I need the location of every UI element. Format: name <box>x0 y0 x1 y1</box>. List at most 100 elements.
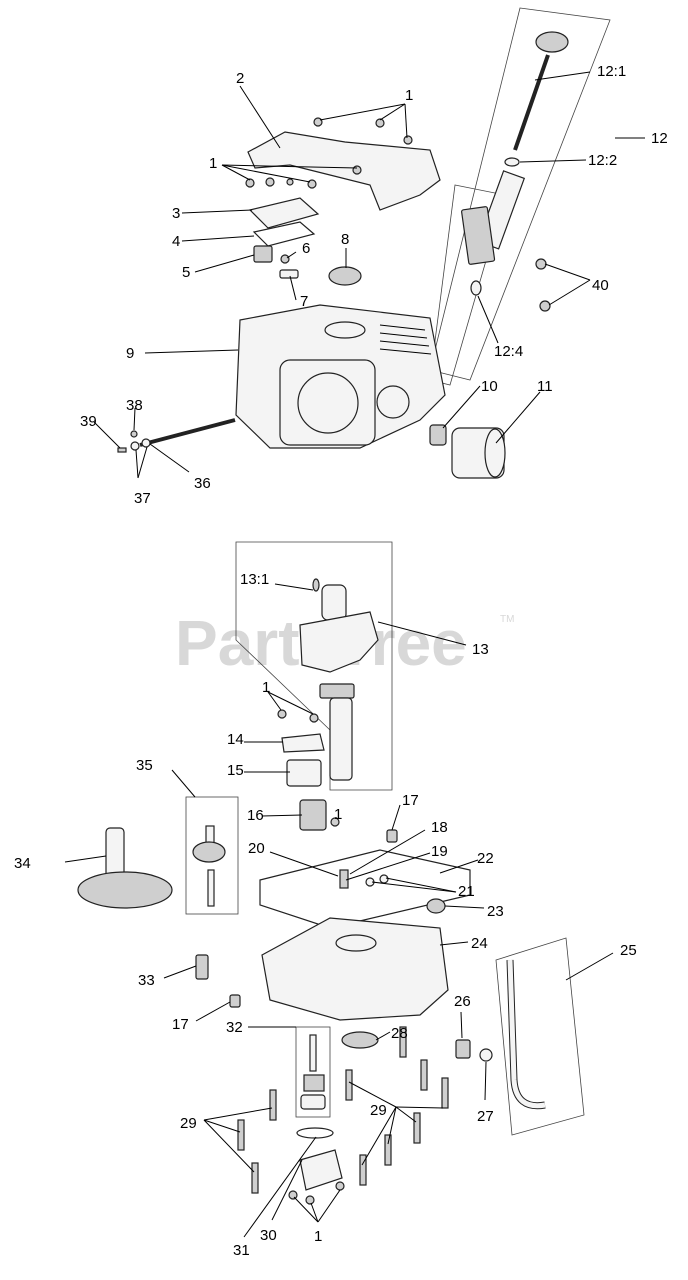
svg-text:14: 14 <box>227 731 244 748</box>
oil-filter-end <box>484 428 506 478</box>
oil-filter-adapter <box>429 424 447 446</box>
svg-text:12:1: 12:1 <box>597 63 626 80</box>
svg-text:34: 34 <box>14 855 31 872</box>
o-ring-31 <box>296 1127 334 1139</box>
svg-text:7: 7 <box>300 293 308 310</box>
crankshaft-frame <box>235 541 393 791</box>
bolts-29 <box>237 1026 449 1194</box>
bolt-6 <box>280 254 290 264</box>
callouts-top: 1 1 2 3 4 5 6 7 8 9 10 11 12 12:1 12:2 1… <box>80 63 668 507</box>
washer-37-a <box>130 441 140 451</box>
svg-text:1: 1 <box>262 679 270 696</box>
svg-text:18: 18 <box>431 819 448 836</box>
washer-21-b <box>379 874 389 884</box>
svg-text:1: 1 <box>209 155 217 172</box>
svg-text:2: 2 <box>236 70 244 87</box>
bolt-1-f <box>286 178 294 186</box>
svg-text:17: 17 <box>402 792 419 809</box>
svg-text:20: 20 <box>248 840 265 857</box>
bolt-1-g <box>307 179 317 189</box>
crankshaft-gear <box>319 683 355 699</box>
bolt-40-lower <box>539 300 551 312</box>
oil-seal-8 <box>328 266 362 286</box>
cylinder-bore <box>297 372 359 434</box>
svg-text:40: 40 <box>592 277 609 294</box>
crankshaft-main <box>321 584 347 621</box>
bolt-1-j <box>309 713 319 723</box>
svg-text:28: 28 <box>391 1025 408 1042</box>
watermark-trademark: TM <box>500 614 514 625</box>
bolt-1-k <box>330 817 340 827</box>
svg-text:3: 3 <box>172 205 180 222</box>
svg-text:12: 12 <box>651 130 668 147</box>
washer-37-b <box>141 438 151 448</box>
dipstick-o-ring-lower <box>470 280 482 296</box>
crankshaft-counterweight <box>299 611 379 673</box>
dowel-17-lower <box>229 994 241 1008</box>
svg-text:1: 1 <box>334 806 342 823</box>
svg-text:13: 13 <box>472 641 489 658</box>
fitting-26 <box>455 1039 471 1059</box>
ring-38 <box>130 430 138 438</box>
cooling-fins <box>379 324 432 355</box>
leaders-top <box>93 71 645 479</box>
sump-gasket <box>259 849 471 929</box>
svg-text:17: 17 <box>172 1016 189 1033</box>
svg-text:16: 16 <box>247 807 264 824</box>
svg-text:9: 9 <box>126 345 134 362</box>
svg-text:26: 26 <box>454 993 471 1010</box>
svg-text:19: 19 <box>431 843 448 860</box>
pin-18 <box>339 869 349 889</box>
dipstick-bracket <box>461 206 496 265</box>
svg-text:24: 24 <box>471 935 488 952</box>
svg-text:13:1: 13:1 <box>240 571 269 588</box>
oil-seal-28 <box>341 1031 379 1049</box>
camshaft-gear <box>77 871 173 909</box>
dipstick-group-frame <box>429 7 611 381</box>
cover-plate-14 <box>281 733 325 753</box>
cover-gasket <box>252 221 316 247</box>
crankcase-top-boss <box>324 321 366 339</box>
bolt-1-h <box>352 165 362 175</box>
svg-text:33: 33 <box>138 972 155 989</box>
svg-text:1: 1 <box>314 1228 322 1245</box>
svg-text:12:4: 12:4 <box>494 343 523 360</box>
crankshaft-key-13-1 <box>312 578 320 592</box>
breather-block <box>253 245 273 263</box>
bolt-1-d <box>245 178 255 188</box>
svg-text:10: 10 <box>481 378 498 395</box>
plug-23 <box>426 898 446 914</box>
reed-valve-7 <box>279 269 299 279</box>
svg-text:8: 8 <box>341 231 349 248</box>
washer-27 <box>479 1048 493 1062</box>
svg-text:30: 30 <box>260 1227 277 1244</box>
svg-text:35: 35 <box>136 757 153 774</box>
leaders-bottom <box>64 583 614 1238</box>
governor-pin <box>205 825 215 845</box>
screen-15 <box>286 759 322 787</box>
svg-text:27: 27 <box>477 1108 494 1125</box>
svg-text:4: 4 <box>172 233 180 250</box>
pump-shaft <box>309 1034 317 1072</box>
callouts-bottom: 13:1 13 1 14 15 16 1 17 18 19 20 21 22 2… <box>14 571 637 1259</box>
svg-text:21: 21 <box>458 883 475 900</box>
svg-text:38: 38 <box>126 397 143 414</box>
svg-text:25: 25 <box>620 942 637 959</box>
svg-text:11: 11 <box>537 378 553 395</box>
svg-text:29: 29 <box>370 1102 387 1119</box>
svg-text:22: 22 <box>477 850 494 867</box>
pump-housing <box>300 1094 326 1110</box>
bolt-1-e <box>265 177 275 187</box>
dowel-17-upper <box>386 829 398 843</box>
bolt-1-a <box>313 117 323 127</box>
governor-gear <box>192 841 226 863</box>
governor-frame <box>185 796 239 915</box>
bolt-1-b <box>375 118 385 128</box>
pump-frame <box>295 1026 331 1118</box>
svg-text:5: 5 <box>182 264 190 281</box>
sensor-33 <box>195 954 209 980</box>
oil-filter-mount <box>376 385 410 419</box>
svg-text:15: 15 <box>227 762 244 779</box>
bolt-40-upper <box>535 258 547 270</box>
